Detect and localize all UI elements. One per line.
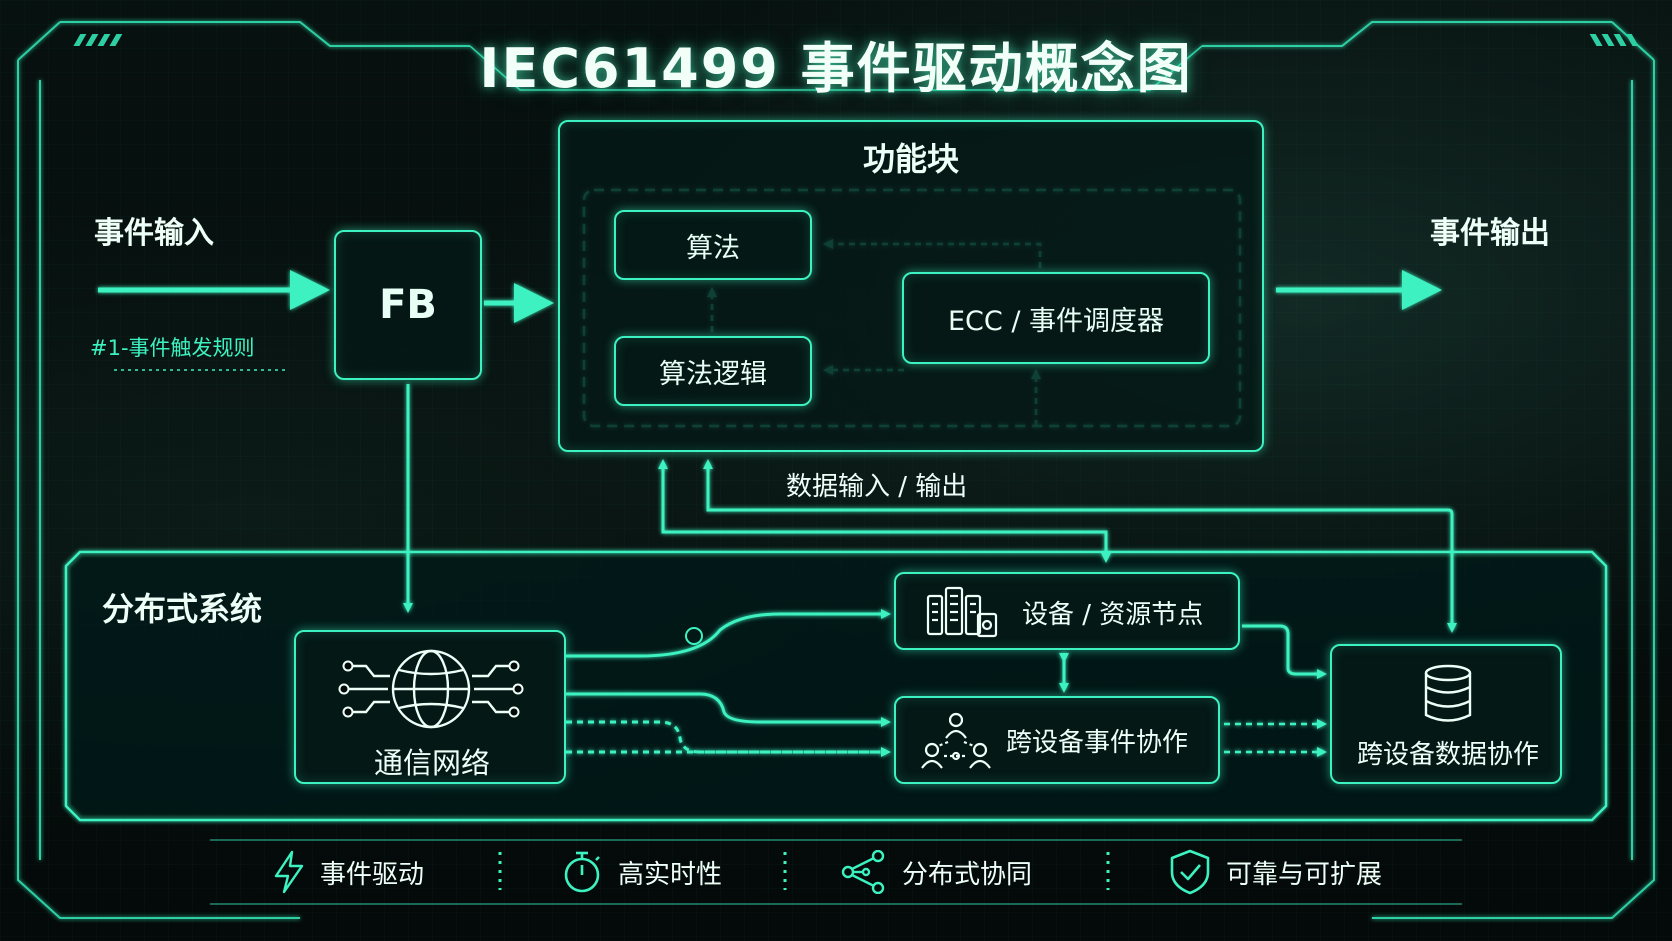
feature-distributed: 分布式协同 <box>840 850 1032 894</box>
data-collab-label: 跨设备数据协作 <box>1356 740 1539 770</box>
server-rack-icon <box>926 586 998 638</box>
ecc-box: ECC / 事件调度器 <box>902 272 1210 364</box>
event-output-label: 事件输出 <box>1430 216 1550 251</box>
feature-reliable: 可靠与可扩展 <box>1168 848 1382 896</box>
network-label: 通信网络 <box>373 746 490 780</box>
device-node-box: 设备 / 资源节点 <box>894 572 1240 650</box>
data-io-label: 数据输入 / 输出 <box>786 472 968 502</box>
feature-dividers <box>498 852 1110 890</box>
device-node-label: 设备 / 资源节点 <box>1022 600 1204 630</box>
team-people-icon <box>921 712 991 769</box>
shield-check-icon <box>1170 849 1210 895</box>
algorithm-box: 算法 <box>614 210 812 280</box>
database-icon <box>1424 664 1472 722</box>
algorithm-logic-label: 算法逻辑 <box>659 358 767 390</box>
function-block-title: 功能块 <box>862 140 959 178</box>
ecc-label: ECC / 事件调度器 <box>947 305 1165 337</box>
distributed-title: 分布式系统 <box>102 590 263 628</box>
algorithm-label: 算法 <box>686 232 740 264</box>
algorithm-logic-box: 算法逻辑 <box>614 336 812 406</box>
trigger-rule-label: #1-事件触发规则 <box>90 336 255 360</box>
feature-event-driven: 事件驱动 <box>272 850 424 894</box>
event-collab-box: 跨设备事件协作 <box>894 696 1220 784</box>
fb-box: FB <box>334 230 482 380</box>
share-nodes-icon <box>841 850 885 894</box>
lightning-icon <box>274 850 304 894</box>
globe-network-icon <box>338 649 524 729</box>
fb-label: FB <box>379 282 437 328</box>
feature-label: 事件驱动 <box>320 859 425 890</box>
hud-stripes <box>73 34 1639 46</box>
hud-frame <box>17 21 1655 919</box>
event-input-label: 事件输入 <box>94 216 214 251</box>
page-title: IEC61499 事件驱动概念图 <box>479 37 1193 100</box>
feature-label: 高实时性 <box>618 859 723 890</box>
feature-label: 分布式协同 <box>902 859 1033 890</box>
feature-realtime: 高实时性 <box>560 850 722 894</box>
network-box: 通信网络 <box>294 630 566 784</box>
event-collab-label: 跨设备事件协作 <box>1006 728 1189 758</box>
stopwatch-icon <box>564 851 600 893</box>
data-collab-box: 跨设备数据协作 <box>1330 644 1562 784</box>
feature-label: 可靠与可扩展 <box>1226 859 1383 890</box>
feature-bar-frame <box>210 839 1462 905</box>
